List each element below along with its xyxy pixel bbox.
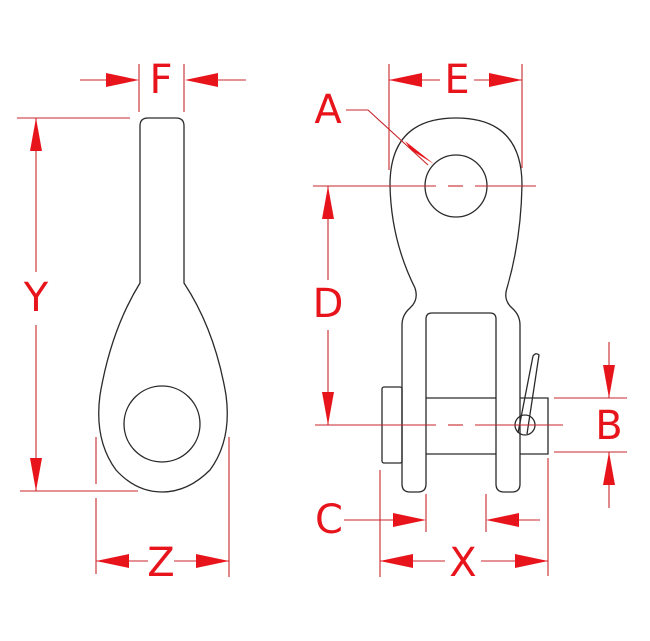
label-D: D — [313, 281, 344, 327]
eye-terminal-part — [98, 117, 228, 493]
label-Z: Z — [147, 540, 174, 586]
label-Y: Y — [23, 275, 49, 321]
eye-hole — [123, 385, 201, 463]
label-B: B — [595, 403, 622, 449]
arrow-icon — [185, 73, 218, 87]
pin-tail — [520, 397, 549, 455]
dimension-A: A — [314, 87, 434, 166]
arrow-icon — [106, 73, 139, 87]
dimension-X: X — [379, 458, 549, 586]
arrow-icon — [393, 513, 426, 527]
arrow-icon — [196, 554, 229, 568]
arrow-icon — [515, 554, 548, 568]
jaw-body-outline — [389, 117, 523, 493]
label-C: C — [315, 497, 343, 543]
arrow-icon — [380, 554, 413, 568]
arrow-icon — [96, 554, 129, 568]
jaw-shackle-part — [381, 117, 549, 493]
dimension-F: F — [80, 57, 246, 112]
arrow-icon — [489, 73, 522, 87]
dimension-E: E — [388, 57, 523, 170]
label-X: X — [449, 540, 476, 586]
arrow-icon — [603, 365, 615, 398]
arrow-icon — [322, 392, 334, 425]
label-E: E — [444, 57, 469, 103]
arrow-icon — [322, 186, 334, 219]
arrow-icon — [30, 458, 42, 491]
cotter-pin — [517, 353, 540, 435]
label-A: A — [314, 87, 342, 133]
label-F: F — [149, 57, 172, 103]
dimension-B: B — [554, 342, 627, 508]
dimension-Y: Y — [17, 117, 138, 492]
dimension-C: C — [315, 494, 540, 543]
arrow-icon — [603, 452, 615, 485]
eye-terminal-outline — [98, 117, 228, 493]
arrow-icon — [486, 513, 519, 527]
dimension-D: D — [313, 185, 563, 426]
arrow-icon — [30, 118, 42, 151]
arrow-icon — [405, 141, 434, 164]
arrow-icon — [389, 73, 422, 87]
dimension-Z: Z — [95, 437, 230, 586]
